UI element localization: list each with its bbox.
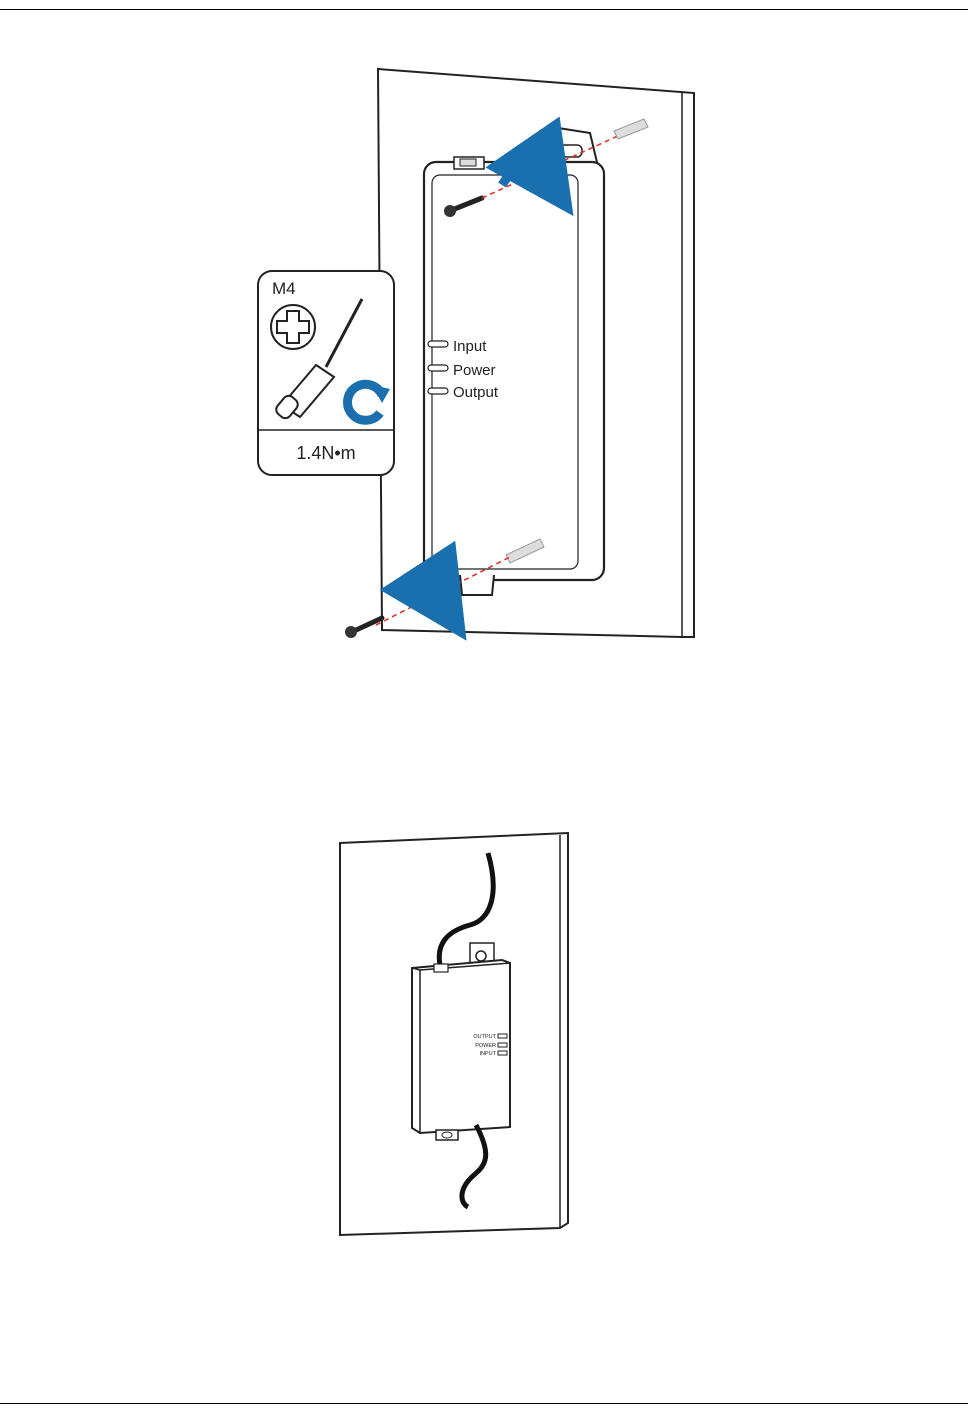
mounted-device-diagram: OUTPUT POWER INPUT bbox=[0, 825, 968, 1255]
indicator-label-power: Power bbox=[453, 362, 496, 379]
torque-label: 1.4N•m bbox=[296, 443, 355, 463]
indicator-label-input: Input bbox=[453, 338, 487, 355]
poe-adapter-device bbox=[424, 127, 604, 595]
bottom-screw bbox=[345, 618, 382, 638]
header-rule bbox=[0, 9, 968, 10]
indicator-label-output: Output bbox=[453, 384, 499, 401]
screw-size-label: M4 bbox=[272, 279, 296, 298]
footer-rule bbox=[0, 1403, 968, 1404]
wall-mounting-step-diagram: Input Power Output M4 1.4N•m bbox=[0, 55, 968, 655]
device-bottom-tab bbox=[436, 1130, 458, 1140]
indicator-label-input: INPUT bbox=[480, 1051, 497, 1057]
indicator-label-output: OUTPUT bbox=[473, 1034, 496, 1040]
indicator-label-power: POWER bbox=[475, 1043, 496, 1049]
